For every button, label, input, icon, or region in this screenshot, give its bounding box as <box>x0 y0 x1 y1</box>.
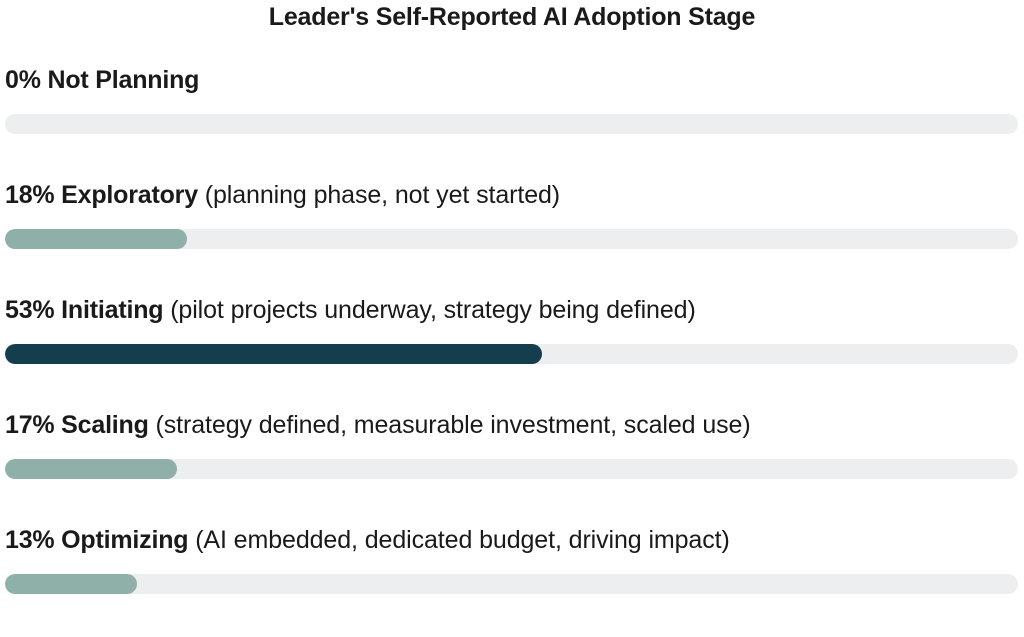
bar-label-stage: 18% Exploratory <box>5 181 198 209</box>
bar-rows-container: 0% Not Planning 18% Exploratory (plannin… <box>0 62 1024 637</box>
bar-row: 0% Not Planning <box>0 62 1024 177</box>
bar-label-stage: 13% Optimizing <box>5 526 189 554</box>
bar-track <box>5 114 1018 134</box>
bar-fill <box>5 574 137 594</box>
bar-label-stage: 53% Initiating <box>5 296 164 324</box>
bar-label-description: (AI embedded, dedicated budget, driving … <box>188 526 730 554</box>
bar-label: 53% Initiating (pilot projects underway,… <box>5 292 696 328</box>
bar-label-stage: 0% Not Planning <box>5 66 200 94</box>
bar-label: 13% Optimizing (AI embedded, dedicated b… <box>5 522 730 558</box>
bar-fill <box>5 459 178 479</box>
bar-track <box>5 344 1018 364</box>
bar-label-description: (pilot projects underway, strategy being… <box>163 296 696 324</box>
bar-fill <box>5 344 542 364</box>
bar-row: 18% Exploratory (planning phase, not yet… <box>0 177 1024 292</box>
bar-row: 17% Scaling (strategy defined, measurabl… <box>0 407 1024 522</box>
bar-label: 17% Scaling (strategy defined, measurabl… <box>5 407 751 443</box>
bar-row: 13% Optimizing (AI embedded, dedicated b… <box>0 522 1024 637</box>
bar-track <box>5 459 1018 479</box>
bar-label: 18% Exploratory (planning phase, not yet… <box>5 177 560 213</box>
bar-fill <box>5 229 188 249</box>
bar-label: 0% Not Planning <box>5 62 199 98</box>
bar-track <box>5 229 1018 249</box>
bar-label-stage: 17% Scaling <box>5 411 149 439</box>
bar-track <box>5 574 1018 594</box>
page-title: Leader's Self-Reported AI Adoption Stage <box>268 3 756 31</box>
bar-row: 53% Initiating (pilot projects underway,… <box>0 292 1024 407</box>
ai-adoption-stage-chart: Leader's Self-Reported AI Adoption Stage… <box>5 3 1018 594</box>
bar-label-description: (planning phase, not yet started) <box>197 181 561 209</box>
bar-label-description: (strategy defined, measurable investment… <box>148 411 751 439</box>
